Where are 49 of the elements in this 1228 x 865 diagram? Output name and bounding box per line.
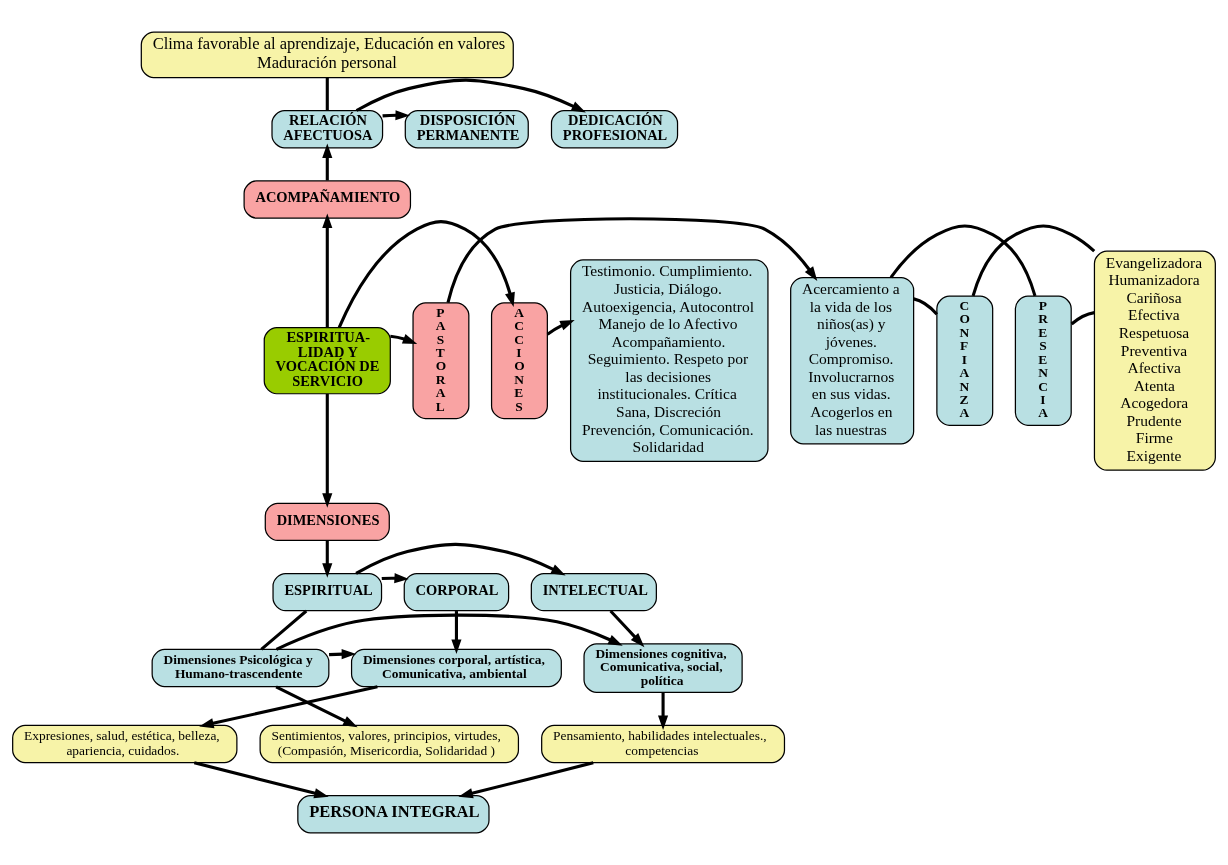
node-box: Evangelizadora Humanizadora Cariñosa Efectiva Respetuosa Preventiva Afectiva Atenta Acogedora Prudente Firme Exigente xyxy=(1093,250,1216,471)
node-box: PASTORAL xyxy=(412,302,470,420)
node-box: CORPORAL xyxy=(403,572,510,612)
connector xyxy=(889,224,1037,297)
node-box: Pensamiento, habilidades intelectuales., competencias xyxy=(541,724,786,764)
node-box: ACOMPAÑAMIENTO xyxy=(243,180,412,219)
arrow xyxy=(355,78,586,113)
node-box: DEDICACIÓN PROFESIONAL xyxy=(550,110,679,149)
connector xyxy=(913,297,938,316)
node-box: ESPIRITUAL xyxy=(272,572,383,612)
arrow xyxy=(451,611,462,654)
arrow xyxy=(322,540,333,578)
node-box: Acercamiento a la vida de los niños(as) y jóvenes. Compromiso. Involucrarnos en sus vidas. Acogerlos en las nuestras xyxy=(790,276,915,445)
node-box: ESPIRITUA- LIDAD Y VOCACIÓN DE SERVICIO xyxy=(263,327,391,395)
node-box: Clima favorable al aprendizaje, Educación en valores Maduración personal xyxy=(140,31,514,79)
node-box: Sentimientos, valores, principios, virtudes, (Compasión, Misericordia, Solidaridad ) xyxy=(259,724,520,764)
arrow xyxy=(458,761,594,799)
node-box: INTELECTUAL xyxy=(530,572,657,612)
arrow xyxy=(546,319,575,336)
arrow xyxy=(337,220,515,329)
arrow xyxy=(609,610,645,648)
arrow xyxy=(322,393,333,508)
node-box: CONFIANZA xyxy=(936,295,994,426)
node-box: Dimensiones corporal, artística, Comunicativa, ambiental xyxy=(350,648,562,688)
arrow xyxy=(193,761,329,799)
connector xyxy=(1070,311,1095,326)
arrow xyxy=(390,334,418,344)
node-box: RELACIÓN AFECTUOSA xyxy=(271,110,384,149)
arrow xyxy=(658,692,669,731)
arrow xyxy=(275,613,623,651)
node-box: Expresiones, salud, estética, belleza, apariencia, cuidados. xyxy=(12,724,238,764)
node-box: PERSONA INTEGRAL xyxy=(297,795,490,834)
node-box: Dimensiones cognitiva, Comunicativa, social, política xyxy=(583,643,743,693)
arrow xyxy=(322,143,333,181)
node-box: PRESENCIA xyxy=(1014,295,1072,426)
arrow xyxy=(329,649,357,660)
node-box: Testimonio. Cumplimiento. Justicia, Diálogo. Autoexigencia, Autocontrol Manejo de lo Afectivo Acompañamiento. Seguimiento. Respeto por las decisiones institucionales. Crítica Sana, Discreción Prevención, Comunicación. Solidaridad xyxy=(570,259,769,463)
node-box: Dimensiones Psicológica y Humano-trascendente xyxy=(151,648,330,688)
node-box: DISPOSICIÓN PERMANENTE xyxy=(404,110,529,149)
connector xyxy=(325,77,329,111)
node-box: ACCIONES xyxy=(490,302,548,420)
arrow xyxy=(355,542,566,576)
connector xyxy=(260,609,308,651)
arrow xyxy=(322,213,333,328)
arrow xyxy=(199,685,378,729)
connector xyxy=(971,224,1096,297)
arrow xyxy=(446,217,818,303)
arrow xyxy=(275,685,358,728)
node-box: DIMENSIONES xyxy=(264,502,390,542)
